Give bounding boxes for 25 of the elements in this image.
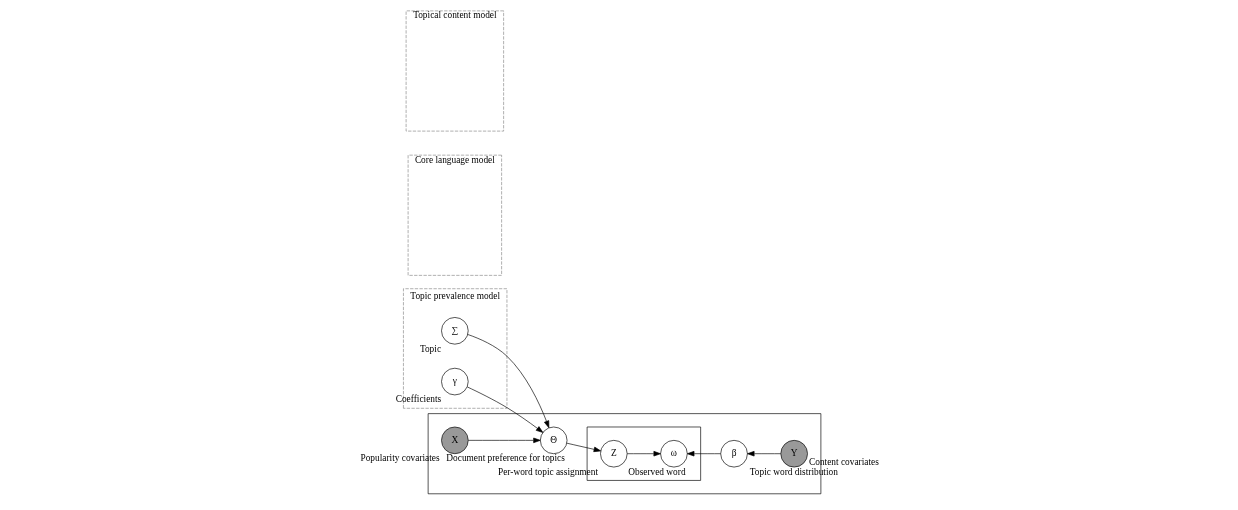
node-label: Document preference for topics	[445, 453, 565, 464]
node-label: Coefficients	[395, 394, 441, 405]
node-label: Per-word topic assignment	[497, 466, 598, 477]
node-circle: ω	[659, 440, 688, 468]
node-circle: ∑	[440, 317, 469, 345]
node-label: Topic	[419, 343, 441, 354]
node-circle: Z	[599, 440, 627, 468]
node-box: Core language model	[407, 154, 502, 276]
arrow	[626, 451, 661, 457]
node-label: Observed word	[627, 466, 686, 477]
node-circle: Θ	[539, 426, 567, 455]
node-circle: X	[440, 426, 469, 455]
arrow	[466, 334, 549, 429]
node-circle: γ	[440, 367, 469, 396]
arrow	[566, 442, 601, 452]
arrow	[746, 451, 781, 457]
node-circle: β	[719, 440, 748, 468]
arrow	[466, 386, 543, 433]
arrow	[467, 437, 541, 444]
arrow	[686, 451, 721, 457]
node-label: Popularity covariates	[360, 453, 440, 464]
node-label: Topic word distribution	[749, 466, 838, 477]
node-box: Topical content model	[405, 10, 504, 132]
node-circle: Y	[779, 440, 808, 468]
node-label: Content covariates	[808, 456, 879, 467]
